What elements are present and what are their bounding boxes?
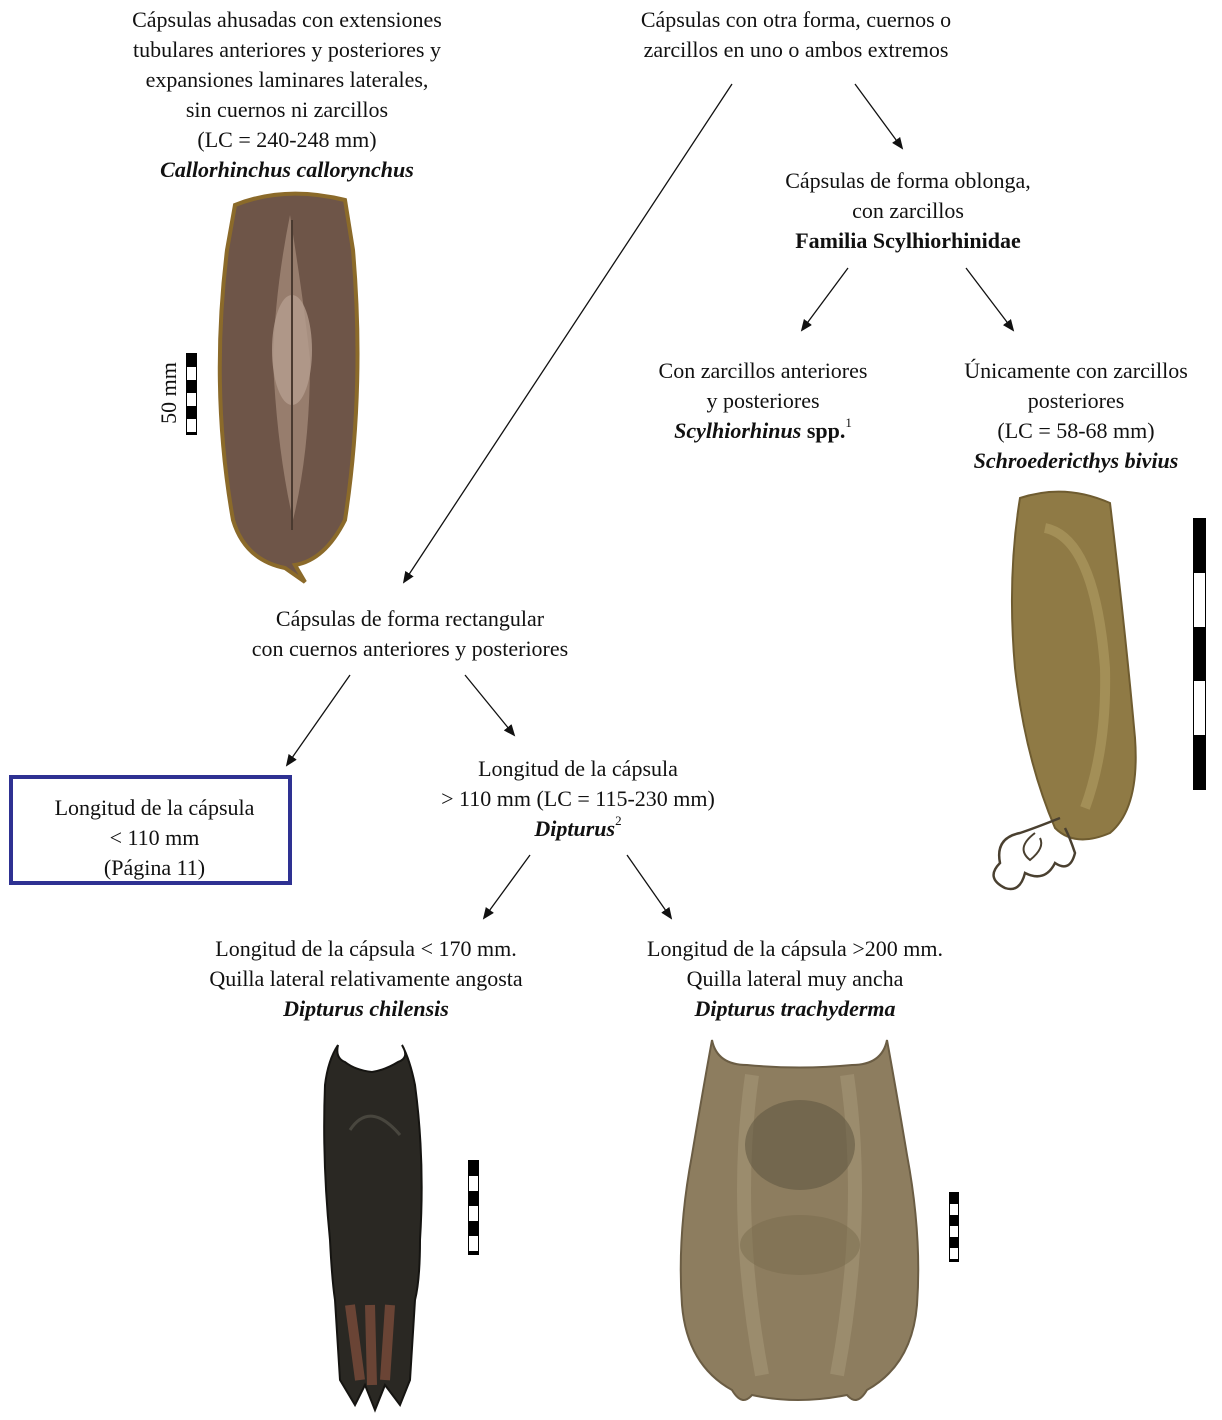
node-line: Cápsulas con otra forma, cuernos o <box>586 5 1006 35</box>
node-callorhinchus: Cápsulas ahusadas con extensiones tubula… <box>77 5 497 185</box>
trachyderma-scale-bar <box>949 1192 959 1262</box>
arrow-to-short <box>287 675 350 765</box>
node-line: Quilla lateral relativamente angosta <box>156 964 576 994</box>
page-reference: (Página 11) <box>13 853 296 883</box>
node-oblong: Cápsulas de forma oblonga, con zarcillos… <box>708 166 1108 256</box>
schroedericthys-capsule-image <box>975 488 1150 903</box>
species-suffix: spp. <box>807 418 846 443</box>
species-name: Callorhinchus callorynchus <box>77 155 497 185</box>
species-name: Dipturus chilensis <box>156 994 576 1024</box>
node-line: Cápsulas de forma oblonga, <box>708 166 1108 196</box>
node-short: Longitud de la cápsula < 110 mm (Página … <box>13 793 296 883</box>
genus-name: Dipturus <box>534 816 615 841</box>
node-line: Únicamente con zarcillos <box>926 356 1222 386</box>
callorhinchus-capsule-image <box>215 190 365 585</box>
footnote-marker: 1 <box>845 415 852 430</box>
species-name: Dipturus trachyderma <box>585 994 1005 1024</box>
node-line: Cápsulas ahusadas con extensiones <box>77 5 497 35</box>
node-line: Longitud de la cápsula < 170 mm. <box>156 934 576 964</box>
node-line: zarcillos en uno o ambos extremos <box>586 35 1006 65</box>
node-line: Longitud de la cápsula <box>378 754 778 784</box>
node-scylhiorhinus: Con zarcillos anteriores y posteriores S… <box>613 356 913 446</box>
node-line: tubulares anteriores y posteriores y <box>77 35 497 65</box>
species-name: Scylhiorhinus <box>674 418 801 443</box>
callorhinchus-scale-label: 50 mm <box>156 362 182 424</box>
arrow-to-scylhiorhinus <box>802 268 848 330</box>
genus-line: Dipturus2 <box>378 814 778 844</box>
arrow-to-chilensis <box>484 855 530 918</box>
trachyderma-capsule-image <box>672 1035 927 1410</box>
arrow-to-oblong <box>855 84 902 148</box>
schroedericthys-scale-bar <box>1193 518 1206 790</box>
species-line: Scylhiorhinus spp.1 <box>613 416 913 446</box>
node-line: (LC = 58-68 mm) <box>926 416 1222 446</box>
node-line: < 110 mm <box>13 823 296 853</box>
arrow-to-schroedericthys <box>966 268 1013 330</box>
node-rectangular: Cápsulas de forma rectangular con cuerno… <box>190 604 630 664</box>
node-other-shape: Cápsulas con otra forma, cuernos o zarci… <box>586 5 1006 65</box>
node-line: con zarcillos <box>708 196 1108 226</box>
arrow-to-trachyderma <box>627 855 671 918</box>
node-line: y posteriores <box>613 386 913 416</box>
callorhinchus-scale-bar <box>186 353 197 435</box>
node-schroedericthys: Únicamente con zarcillos posteriores (LC… <box>926 356 1222 476</box>
node-line: Con zarcillos anteriores <box>613 356 913 386</box>
node-long: Longitud de la cápsula > 110 mm (LC = 11… <box>378 754 778 844</box>
short-capsule-box[interactable]: Longitud de la cápsula < 110 mm (Página … <box>9 775 292 885</box>
node-line: con cuernos anteriores y posteriores <box>190 634 630 664</box>
node-line: > 110 mm (LC = 115-230 mm) <box>378 784 778 814</box>
node-line: sin cuernos ni zarcillos <box>77 95 497 125</box>
footnote-marker: 2 <box>615 813 622 828</box>
species-name: Schroedericthys bivius <box>926 446 1222 476</box>
node-line: posteriores <box>926 386 1222 416</box>
chilensis-scale-bar <box>468 1160 479 1255</box>
node-line: Cápsulas de forma rectangular <box>190 604 630 634</box>
family-name: Familia Scylhiorhinidae <box>708 226 1108 256</box>
node-line: (LC = 240-248 mm) <box>77 125 497 155</box>
arrow-to-long <box>465 675 514 735</box>
node-line: expansiones laminares laterales, <box>77 65 497 95</box>
node-line: Longitud de la cápsula <box>13 793 296 823</box>
node-chilensis: Longitud de la cápsula < 170 mm. Quilla … <box>156 934 576 1024</box>
node-line: Longitud de la cápsula >200 mm. <box>585 934 1005 964</box>
chilensis-capsule-image <box>310 1040 435 1420</box>
node-line: Quilla lateral muy ancha <box>585 964 1005 994</box>
node-trachyderma: Longitud de la cápsula >200 mm. Quilla l… <box>585 934 1005 1024</box>
